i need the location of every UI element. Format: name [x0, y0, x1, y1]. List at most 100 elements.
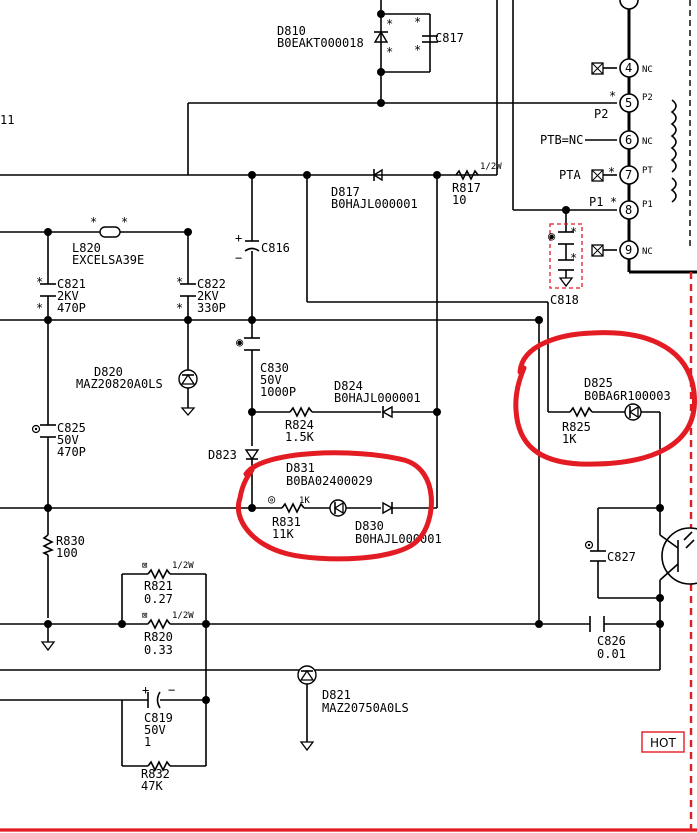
p1-label: P1 [589, 195, 603, 209]
d817-part: B0HAJL000001 [331, 197, 418, 211]
d825-part: B0BA6R100003 [584, 389, 671, 403]
d824-part: B0HAJL000001 [334, 391, 421, 405]
d823-diode-symbol [244, 449, 260, 461]
c822-capacitor-symbol [180, 283, 196, 297]
pta-label: PTA [559, 168, 581, 182]
c830-volt: 50V [260, 373, 282, 387]
d824-ref: D824 [334, 379, 363, 393]
c816-ref: C816 [261, 241, 290, 255]
svg-text:−: − [235, 251, 242, 265]
r820-value: 0.33 [144, 643, 173, 657]
r832-value: 47K [141, 779, 163, 793]
r821-ref: R821 [144, 579, 173, 593]
wires [0, 0, 697, 767]
junctions [44, 10, 664, 704]
r817-value: 10 [452, 193, 466, 207]
c825-value: 470P [57, 445, 86, 459]
r831-ref: R831 [272, 515, 301, 529]
c816-capacitor-symbol [244, 240, 260, 252]
svg-text:*: * [608, 165, 615, 179]
c819-value: 1 [144, 735, 151, 749]
l820-inductor-symbol [99, 226, 121, 238]
svg-text:◎: ◎ [268, 492, 275, 506]
svg-text:+: + [142, 683, 149, 697]
c822-ref: C822 [197, 277, 226, 291]
l820-ref: L820 [72, 241, 101, 255]
svg-text:⊠: ⊠ [142, 611, 147, 621]
svg-text:*: * [121, 215, 128, 229]
d820-ref: D820 [94, 365, 123, 379]
d810-diode-symbol [373, 30, 389, 43]
r831-rating: 1K [299, 496, 310, 506]
c821-volt: 2KV [57, 289, 79, 303]
c827-capacitor-symbol [584, 540, 606, 562]
d821-zener-symbol [297, 665, 317, 685]
c827-ref: C827 [607, 550, 636, 564]
svg-text:+: + [235, 231, 242, 245]
c821-ref: C821 [57, 277, 86, 291]
svg-text:*: * [570, 251, 577, 265]
r824-ref: R824 [285, 418, 314, 432]
r817-rating: 1/2W [480, 162, 502, 172]
d821-part: MAZ20750A0LS [322, 701, 409, 715]
r824-value: 1.5K [285, 430, 315, 444]
d823-ref: D823 [208, 448, 237, 462]
d817-ref: D817 [331, 185, 360, 199]
svg-text:*: * [90, 215, 97, 229]
r825-resistor-symbol [569, 406, 593, 418]
annotation-circle-d825 [513, 330, 697, 467]
pin-4-number: 4 [625, 61, 632, 75]
c821-value: 470P [57, 301, 86, 315]
edge-text: 11 [0, 113, 14, 127]
svg-text:*: * [386, 17, 393, 31]
svg-text:*: * [414, 15, 421, 29]
svg-text:*: * [176, 275, 183, 289]
transformer-pins [619, 0, 639, 260]
c819-capacitor-symbol [147, 691, 161, 709]
nc-terminals [591, 62, 604, 257]
c825-capacitor-symbol [31, 424, 56, 438]
c830-value: 1000P [260, 385, 296, 399]
ground-symbols [40, 624, 315, 752]
p2-label: P2 [594, 107, 608, 121]
c825-volt: 50V [57, 433, 79, 447]
transformer-coil-lower [670, 177, 677, 203]
pin-5-tag: P2 [642, 93, 653, 103]
r832-ref: R832 [141, 767, 170, 781]
pin-9-tag: NC [642, 247, 653, 257]
r830-value: 100 [56, 546, 78, 560]
pin-7-tag: PT [642, 166, 653, 176]
r820-rating: 1/2W [172, 611, 194, 621]
d821-ref: D821 [322, 688, 351, 702]
c817-ref: C817 [435, 31, 464, 45]
safety-marks: ⊠ ⊠ ◎ ◉ ◉ + − + − * * * * * * * * * * * … [36, 15, 617, 697]
c819-ref: C819 [144, 711, 173, 725]
svg-text:*: * [36, 301, 43, 315]
r820-ref: R820 [144, 630, 173, 644]
svg-text:*: * [414, 43, 421, 57]
pin-9-number: 9 [625, 243, 632, 257]
svg-text:*: * [570, 225, 577, 239]
d810-ref: D810 [277, 24, 306, 38]
r825-value: 1K [562, 432, 577, 446]
d830-diode-symbol [382, 501, 394, 515]
d810-part: B0EAKT000018 [277, 36, 364, 50]
d830-part: B0HAJL000001 [355, 532, 442, 546]
r821-rating: 1/2W [172, 561, 194, 571]
d831-part: B0BA02400029 [286, 474, 373, 488]
c826-value: 0.01 [597, 647, 626, 661]
r821-value: 0.27 [144, 592, 173, 606]
d820-part: MAZ20820A0LS [76, 377, 163, 391]
d825-diode-symbol [624, 403, 642, 421]
r821-resistor-symbol [147, 568, 171, 580]
svg-text:◉: ◉ [236, 335, 243, 349]
d824-diode-symbol [381, 405, 393, 419]
r831-resistor-symbol [281, 502, 305, 514]
c819-volt: 50V [144, 723, 166, 737]
c830-capacitor-symbol [244, 337, 260, 351]
c822-value: 330P [197, 301, 226, 315]
d825-ref: D825 [584, 376, 613, 390]
hot-label-box: HOT [641, 731, 685, 753]
r817-ref: R817 [452, 181, 481, 195]
r825-ref: R825 [562, 420, 591, 434]
